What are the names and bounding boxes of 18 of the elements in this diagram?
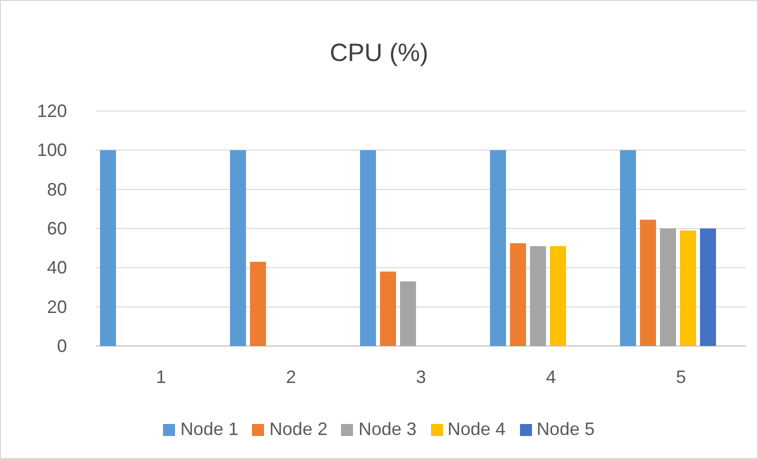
y-tick-label: 40 — [46, 258, 67, 278]
x-tick-label: 3 — [416, 367, 426, 387]
y-tick-label: 60 — [46, 218, 67, 238]
y-tick-label: 20 — [46, 296, 67, 317]
y-tick-label: 80 — [46, 179, 67, 200]
legend-label: Node 2 — [269, 419, 328, 440]
y-tick-label: 120 — [36, 101, 67, 121]
y-tick-label: 100 — [36, 140, 67, 160]
x-tick-label: 4 — [546, 367, 556, 387]
legend-label: Node 5 — [536, 419, 595, 440]
x-tick-label: 2 — [286, 367, 296, 387]
legend-label: Node 3 — [358, 419, 417, 440]
legend-label: Node 1 — [180, 419, 238, 440]
y-tick-label: 0 — [56, 336, 67, 356]
chart-title: CPU (%) — [328, 39, 430, 68]
legend-label: Node 4 — [448, 419, 506, 440]
x-tick-label: 1 — [156, 367, 166, 387]
x-tick-label: 5 — [676, 367, 686, 387]
